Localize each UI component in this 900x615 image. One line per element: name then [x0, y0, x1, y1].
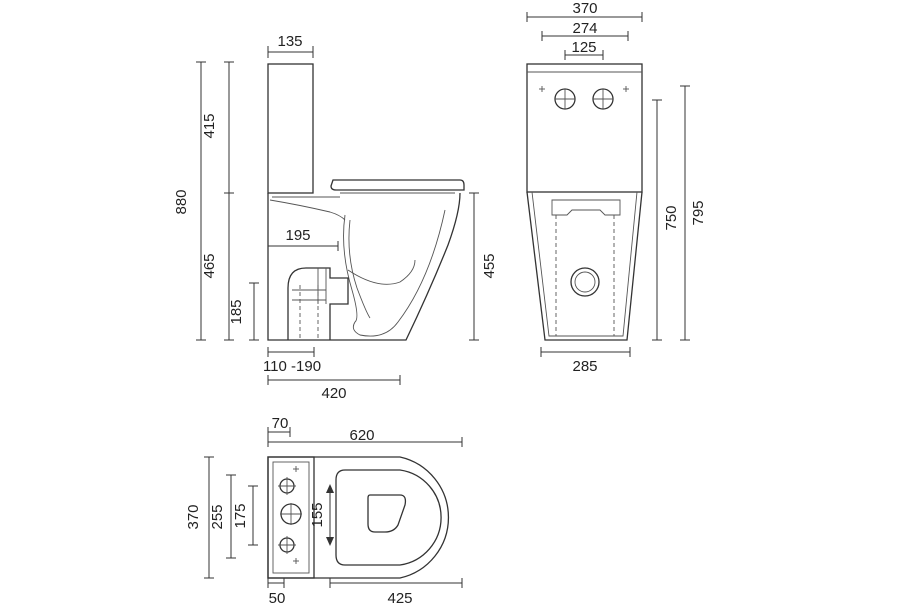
front-cistern [526, 63, 643, 193]
side-pan-body [267, 192, 461, 341]
dim-side-total-height: 880 [173, 189, 190, 214]
front-view [526, 63, 643, 341]
side-outlet-pipe [287, 267, 349, 340]
dim-plan-175: 175 [232, 503, 249, 528]
dim-front-buttons: 125 [571, 39, 596, 56]
dim-plan-tank-depth: 70 [272, 415, 289, 432]
dim-plan-425: 425 [387, 590, 412, 607]
plan-dimensions: 70 620 370 255 175 155 50 425 [185, 415, 463, 607]
side-view [267, 63, 465, 341]
front-pan [526, 191, 643, 341]
dim-side-setout: 110 -190 [263, 358, 321, 375]
plan-seat [335, 469, 442, 566]
dim-plan-155: 155 [309, 502, 326, 527]
plan-cistern [267, 456, 315, 579]
front-outlet [570, 267, 600, 297]
dim-front-base: 285 [572, 358, 597, 375]
dim-side-outlet-height: 185 [228, 299, 245, 324]
dim-side-seat-height: 455 [481, 253, 498, 278]
dim-front-width-total: 370 [572, 0, 597, 17]
side-trapway [347, 259, 416, 285]
dim-front-height-750: 750 [663, 205, 680, 230]
dim-side-depth: 420 [321, 385, 346, 402]
side-cistern [267, 63, 314, 194]
dim-plan-50: 50 [269, 590, 286, 607]
dim-plan-length: 620 [349, 427, 374, 444]
dim-side-pan-height: 465 [201, 253, 218, 278]
dim-side-tank-width: 135 [277, 33, 302, 50]
plan-view [267, 456, 450, 579]
side-seat [330, 179, 465, 191]
dim-side-outlet-offset: 195 [285, 227, 310, 244]
dim-front-width-274: 274 [572, 20, 597, 37]
plan-outline [267, 456, 450, 579]
side-dimensions: 135 880 415 465 185 195 455 110 -190 [173, 33, 498, 402]
plan-bowl-opening [367, 494, 407, 533]
front-dimensions: 370 274 125 750 795 285 [526, 0, 707, 375]
dim-side-tank-height: 415 [201, 113, 218, 138]
dim-plan-255: 255 [209, 504, 226, 529]
dim-front-height-795: 795 [690, 200, 707, 225]
dim-plan-width: 370 [185, 504, 202, 529]
